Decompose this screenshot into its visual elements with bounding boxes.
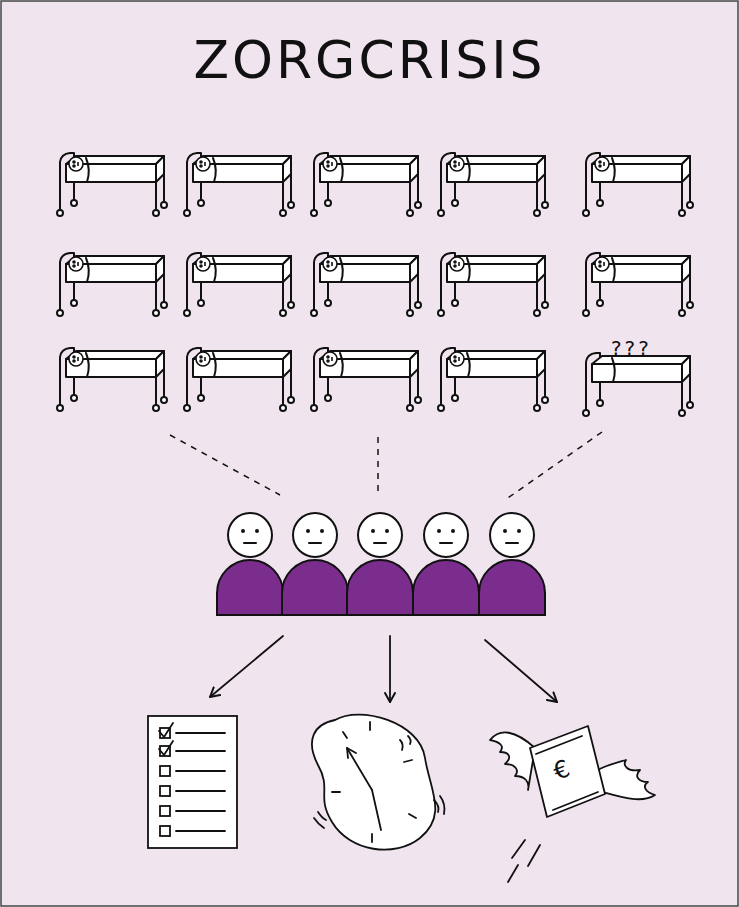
page-title: ZORGCRISIS (0, 30, 739, 90)
flying-money-icon (490, 726, 655, 882)
melting-clock-icon (312, 715, 445, 850)
empty-bed (583, 353, 693, 416)
dashed-leaders (170, 432, 602, 500)
staff-group (217, 513, 545, 615)
beds (57, 153, 693, 416)
question-marks: ??? (611, 336, 652, 360)
outcome-arrows (210, 636, 557, 702)
checklist-icon (148, 716, 237, 848)
